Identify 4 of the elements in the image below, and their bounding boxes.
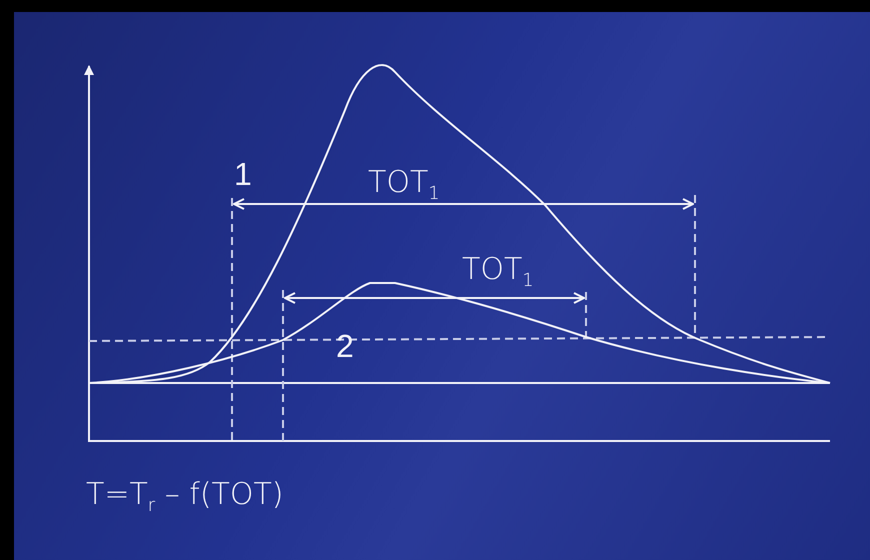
curve-number: 1 — [234, 158, 252, 190]
duration-label: TOT$_{1}$ — [462, 255, 534, 290]
duration-label: TOT$_{1}$ — [368, 168, 440, 203]
formula-text: T=T$_{r}$ – f(TOT) — [86, 480, 284, 515]
